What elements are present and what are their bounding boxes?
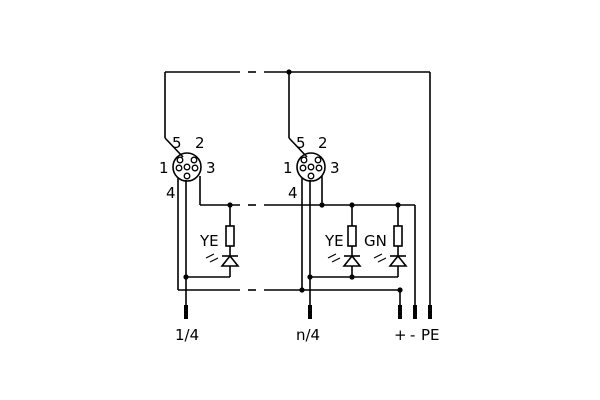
- connector-2-pin-5: 5: [296, 134, 306, 152]
- connector-1-pin-2: 2: [195, 134, 205, 152]
- terminal-3: [398, 305, 402, 319]
- connector-2-pin-1: 1: [283, 159, 293, 177]
- terminal-label-5: PE: [421, 326, 440, 344]
- led-3-label: GN: [364, 232, 387, 250]
- connector-2-pin-2: 2: [318, 134, 328, 152]
- terminal-label-4: -: [410, 326, 415, 344]
- connector-2-pin-4: 4: [288, 184, 298, 202]
- connector-1-pin-3: 3: [206, 159, 216, 177]
- top-bus: [165, 69, 431, 318]
- terminal-label-1: 1/4: [175, 326, 199, 344]
- connector-1-wiring: YE: [177, 176, 400, 318]
- terminal-label-2: n/4: [296, 326, 320, 344]
- connector-1: 5 2 1 3 4: [159, 72, 216, 202]
- led-2-label: YE: [324, 232, 344, 250]
- led-1-label: YE: [199, 232, 219, 250]
- connector-2: 5 2 1 3 4: [283, 72, 340, 202]
- terminal-label-3: +: [394, 326, 407, 344]
- connector-1-pin-4: 4: [166, 184, 176, 202]
- terminal-2: [308, 305, 312, 319]
- connector-1-pin-1: 1: [159, 159, 169, 177]
- terminal-5: [428, 305, 432, 319]
- terminals: 1/4 n/4 + - PE: [175, 305, 440, 344]
- connector-1-pin-5: 5: [172, 134, 182, 152]
- connector-2-wiring: YE GN: [299, 176, 416, 318]
- terminal-4: [413, 305, 417, 319]
- connector-2-pin-3: 3: [330, 159, 340, 177]
- terminal-1: [184, 305, 188, 319]
